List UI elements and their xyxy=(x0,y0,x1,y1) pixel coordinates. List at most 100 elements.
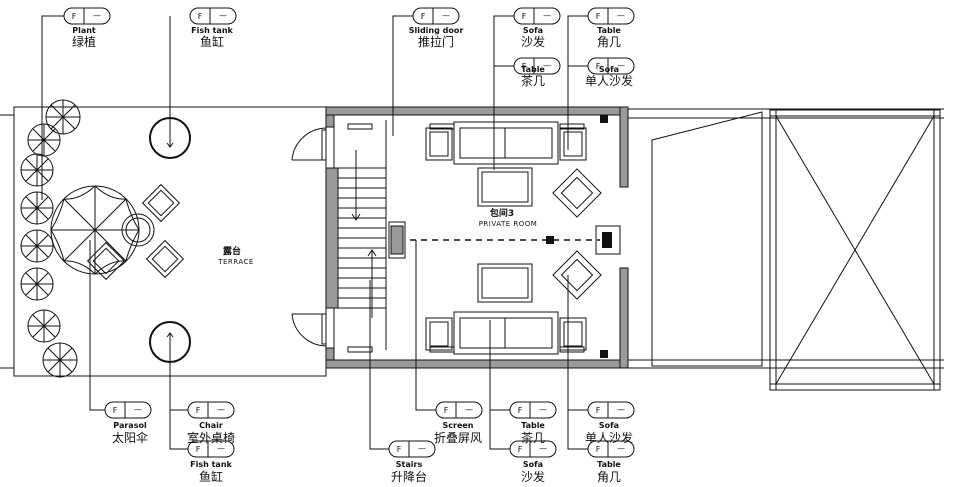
tag-sliding-door-en: Sliding door xyxy=(409,26,464,35)
tag-sofa-single-bottom-en: Sofa xyxy=(599,421,619,430)
tag-pill-table-tea-top: F— xyxy=(513,57,561,75)
tag-parasol-en: Parasol xyxy=(113,421,147,430)
parasol xyxy=(50,185,140,275)
tag-pill-sep: — xyxy=(539,444,547,453)
tag-stairs-zh: 升降台 xyxy=(391,469,427,484)
leader-lines xyxy=(41,15,588,450)
tag-sofa-single-bottom-zh: 单人沙发 xyxy=(585,430,633,445)
tag-pill-chair: F— xyxy=(187,401,235,419)
tag-pill-sep: — xyxy=(617,11,625,20)
tag-table-tea-bottom-zh: 茶几 xyxy=(521,430,545,445)
tag-pill-prefix: F xyxy=(596,406,601,415)
plant-row xyxy=(20,99,81,378)
armchair-top-right xyxy=(559,127,587,161)
tag-pill-sep: — xyxy=(543,61,551,70)
tag-pill-sep: — xyxy=(219,11,227,20)
tag-pill-prefix: F xyxy=(522,12,527,21)
tag-pill-prefix: F xyxy=(596,445,601,454)
tag-pill-sofa-single-top: F— xyxy=(587,57,635,75)
tag-pill-prefix: F xyxy=(518,406,523,415)
tag-pill-sliding-door: F— xyxy=(412,7,460,25)
tag-table-corner-bottom-zh: 角几 xyxy=(597,470,621,484)
tag-fish-tank-bottom-en: Fish tank xyxy=(190,460,232,469)
tag-pill-sofa-top: F— xyxy=(513,7,561,25)
tag-pill-prefix: F xyxy=(198,12,203,21)
terrace-outline xyxy=(0,106,327,377)
tag-pill-plant: F— xyxy=(63,7,111,25)
sofa-top xyxy=(453,121,559,165)
tag-sofa-bottom-en: Sofa xyxy=(523,460,543,469)
tag-table-corner-top-en: Table xyxy=(597,26,621,35)
tag-pill-sep: — xyxy=(93,11,101,20)
tag-sofa-bottom-zh: 沙发 xyxy=(521,469,545,484)
building-walls xyxy=(325,106,629,369)
tea-table-bottom xyxy=(477,263,533,303)
tag-pill-sep: — xyxy=(217,405,225,414)
single-sofa-top xyxy=(552,168,602,218)
tag-pill-prefix: F xyxy=(596,12,601,21)
tag-plant-zh: 绿植 xyxy=(72,34,96,49)
folding-screen xyxy=(410,115,621,358)
tag-sliding-door-zh: 推拉门 xyxy=(418,34,454,49)
tag-pill-prefix: F xyxy=(444,406,449,415)
tag-plant-en: Plant xyxy=(72,26,96,35)
tag-pill-sofa-single-bottom: F— xyxy=(587,401,635,419)
tag-table-tea-top-en: Table xyxy=(521,65,545,74)
tag-fish-tank-top-en: Fish tank xyxy=(191,26,233,35)
tag-pill-sep: — xyxy=(617,444,625,453)
tag-pill-table-tea-bottom: F— xyxy=(509,401,557,419)
tag-pill-sep: — xyxy=(442,11,450,20)
tag-pill-prefix: F xyxy=(596,62,601,71)
tag-pill-prefix: F xyxy=(113,406,118,415)
terrace-doors xyxy=(291,127,327,347)
tag-sofa-single-top-en: Sofa xyxy=(599,65,619,74)
tag-sofa-top-en: Sofa xyxy=(523,26,543,35)
tag-pill-table-corner-bottom: F— xyxy=(587,440,635,458)
stairs xyxy=(325,120,406,350)
single-sofa-bottom xyxy=(552,250,602,300)
tag-stairs-en: Stairs xyxy=(396,460,423,469)
tag-table-tea-bottom-en: Table xyxy=(521,421,545,430)
tag-screen-zh: 折叠屏风 xyxy=(434,430,482,445)
tag-table-corner-bottom-en: Table xyxy=(597,460,621,469)
tag-chair-en: Chair xyxy=(199,421,223,430)
tag-pill-fish-tank-top: F— xyxy=(189,7,237,25)
tag-pill-parasol: F— xyxy=(104,401,152,419)
armchair-bottom-left xyxy=(425,317,453,351)
tag-pills: F—F—F—F—F—F—F—F—F—F—F—F—F—F—F—F— xyxy=(63,7,635,458)
tag-pill-prefix: F xyxy=(518,445,523,454)
tag-pill-sep: — xyxy=(617,405,625,414)
tag-pill-screen: F— xyxy=(435,401,483,419)
tag-pill-stairs: F— xyxy=(388,440,436,458)
tag-pill-prefix: F xyxy=(522,62,527,71)
tag-fish-tank-bottom-zh: 鱼缸 xyxy=(199,469,223,484)
tag-pill-sep: — xyxy=(465,405,473,414)
tag-pill-fish-tank-bottom: F— xyxy=(187,440,235,458)
tag-screen-en: Screen xyxy=(443,421,474,430)
tag-pill-prefix: F xyxy=(421,12,426,21)
armchair-bottom-right xyxy=(559,317,587,351)
tag-table-tea-top-zh: 茶几 xyxy=(521,73,545,88)
tag-sofa-single-top-zh: 单人沙发 xyxy=(585,73,633,88)
tag-pill-prefix: F xyxy=(72,12,77,21)
armchair-top-left xyxy=(425,127,453,161)
tag-parasol-zh: 太阳伞 xyxy=(112,430,148,445)
tag-pill-sep: — xyxy=(617,61,625,70)
private-room-label-en: PRIVATE ROOM xyxy=(479,220,538,228)
tag-pill-sep: — xyxy=(134,405,142,414)
tag-pill-prefix: F xyxy=(196,445,201,454)
tag-pill-prefix: F xyxy=(397,445,402,454)
tag-pill-sep: — xyxy=(539,405,547,414)
tag-chair-zh: 室外桌椅 xyxy=(187,430,235,445)
outdoor-table-set xyxy=(86,183,185,281)
tag-pill-sep: — xyxy=(543,11,551,20)
tag-pill-sep: — xyxy=(418,444,426,453)
terrace-label-zh: 露台 xyxy=(223,245,241,257)
tag-fish-tank-top-zh: 鱼缸 xyxy=(200,34,224,49)
tag-pill-sofa-bottom: F— xyxy=(509,440,557,458)
tag-pill-table-corner-top: F— xyxy=(587,7,635,25)
right-structure xyxy=(628,108,944,391)
tag-pill-prefix: F xyxy=(196,406,201,415)
sofa-bottom xyxy=(453,311,559,355)
